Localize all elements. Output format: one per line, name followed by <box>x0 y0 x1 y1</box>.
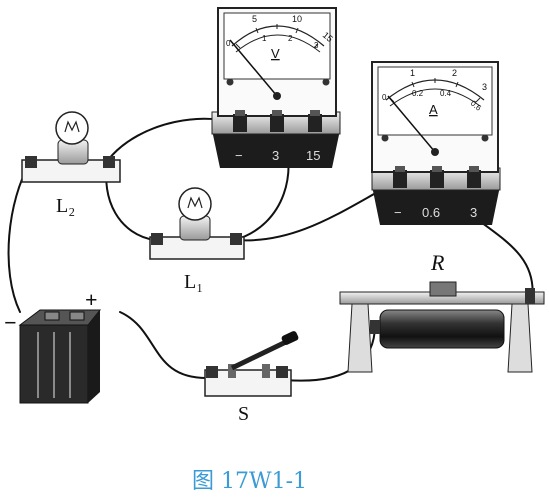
wire-switch-battery <box>119 311 211 380</box>
battery-minus-label: − <box>4 310 17 335</box>
voltmeter-scale-inner-1: 1 <box>262 34 267 43</box>
voltmeter-scale-outer-3: 15 <box>321 30 335 44</box>
ammeter-scale-inner-2: 0.4 <box>440 89 452 98</box>
ammeter-scale-inner-0: 0 <box>382 93 387 102</box>
battery: − + <box>4 287 102 404</box>
wire-l2-battery <box>7 162 31 313</box>
voltmeter-terminal-15: 15 <box>306 148 320 163</box>
voltmeter-scale-outer-2: 10 <box>292 14 302 24</box>
voltmeter-scale-inner-2: 2 <box>288 34 293 43</box>
voltmeter-terminals <box>233 110 322 132</box>
switch-lever <box>230 337 292 371</box>
lamp-l2: L₂ <box>21 111 121 217</box>
ammeter-terminal-3: 3 <box>470 205 477 220</box>
lamp-l1: L₁ <box>149 187 245 293</box>
voltmeter-needle <box>229 39 278 97</box>
voltmeter-scale-outer-1: 5 <box>252 14 257 24</box>
voltmeter: 5 10 15 0 1 2 3 V − 3 15 <box>211 7 341 168</box>
ammeter-scale-outer-3: 3 <box>482 82 487 92</box>
voltmeter-scale-inner-3: 3 <box>314 41 319 50</box>
ammeter-terminals <box>393 166 481 188</box>
voltmeter-scale-inner-0: 0 <box>226 39 231 48</box>
ammeter-scale-inner-1: 0.2 <box>412 89 424 98</box>
lamp-bulb-icon <box>178 187 212 221</box>
voltmeter-terminal-minus: − <box>235 148 243 163</box>
ammeter-symbol: A <box>429 102 438 117</box>
switch: S <box>204 331 299 425</box>
label-switch: S <box>238 403 249 425</box>
ammeter-scale-outer-1: 1 <box>410 68 415 78</box>
ammeter-terminal-0-6: 0.6 <box>422 205 440 220</box>
ammeter-needle <box>387 95 436 153</box>
ammeter: 1 2 3 0 0.2 0.4 0.6 A − 0.6 3 <box>371 61 501 225</box>
label-l1: L₁ <box>184 271 203 293</box>
figure-caption: 图 17W1-1 <box>192 469 307 494</box>
rheostat-coil <box>379 309 505 349</box>
label-rheostat: R <box>430 250 445 275</box>
voltmeter-symbol: V <box>271 46 280 61</box>
battery-plus-label: + <box>85 287 98 312</box>
label-l2: L₂ <box>56 195 75 217</box>
lamp-bulb-icon <box>55 111 89 145</box>
rheostat: R <box>339 250 545 373</box>
ammeter-scale-outer-2: 2 <box>452 68 457 78</box>
ammeter-terminal-minus: − <box>394 205 402 220</box>
voltmeter-terminal-3: 3 <box>272 148 279 163</box>
